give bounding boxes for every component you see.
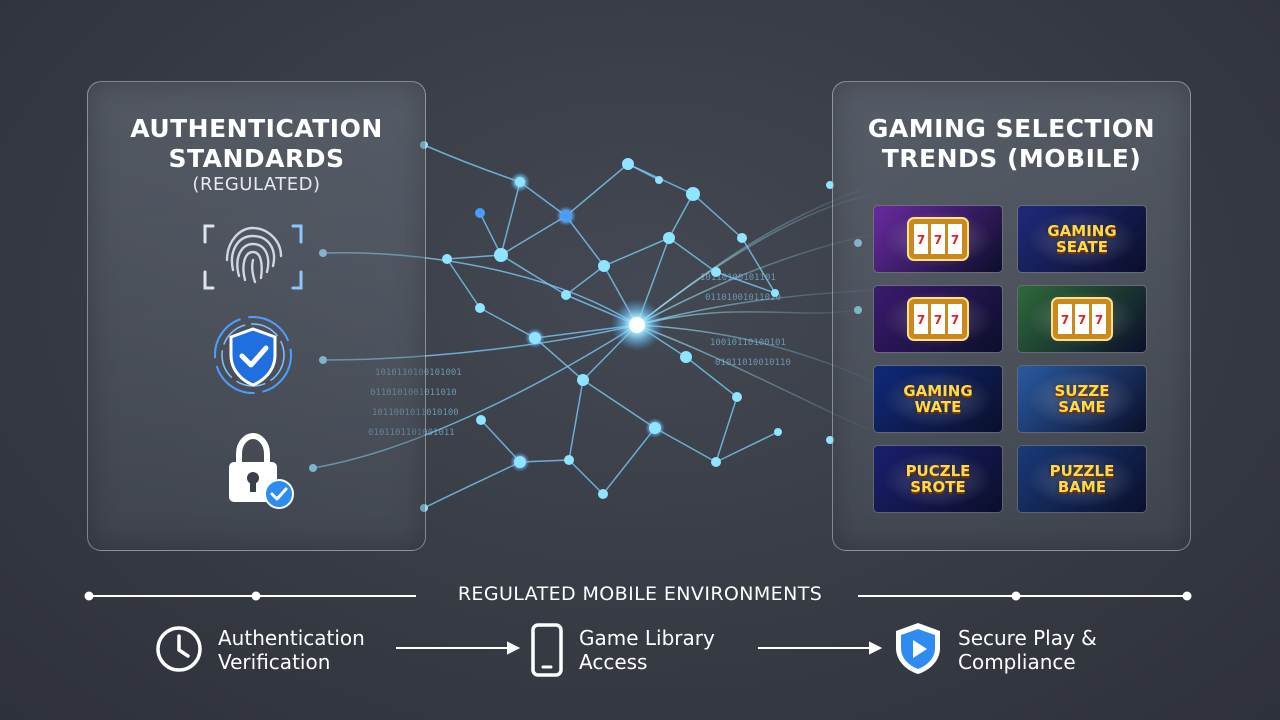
game-tile-title: PUCZLE SROTE xyxy=(905,462,971,496)
game-tile[interactable]: SUZZE SAME xyxy=(1018,366,1146,432)
svg-text:7: 7 xyxy=(934,233,942,247)
svg-text:0101101101001011: 0101101101001011 xyxy=(368,428,455,438)
svg-text:7: 7 xyxy=(951,233,959,247)
svg-text:01011010010110: 01011010010110 xyxy=(715,358,791,368)
svg-text:1010110100101001: 1010110100101001 xyxy=(375,368,462,378)
game-tile-title: SUZZE SAME xyxy=(1054,382,1110,416)
auth-title-line1: AUTHENTICATION xyxy=(130,114,383,143)
step-authentication-verification: Authentication Verification xyxy=(218,626,365,674)
gaming-title-line2: TRENDS (MOBILE) xyxy=(881,144,1142,173)
clock-icon xyxy=(155,625,203,677)
network-nodes xyxy=(309,141,862,512)
padlock-check-icon xyxy=(225,432,299,516)
svg-text:7: 7 xyxy=(1061,313,1069,327)
svg-text:01101001011010: 01101001011010 xyxy=(705,293,781,303)
svg-text:7: 7 xyxy=(917,233,925,247)
game-tile[interactable]: GAMING SEATE xyxy=(1018,206,1146,272)
game-tile[interactable]: PUZZLE BAME xyxy=(1018,446,1146,512)
shield-play-icon xyxy=(892,620,944,680)
svg-text:1011001011010100: 1011001011010100 xyxy=(372,408,459,418)
fingerprint-scan-icon xyxy=(201,222,305,296)
game-tile[interactable]: PUCZLE SROTE xyxy=(874,446,1002,512)
gaming-title-line1: GAMING SELECTION xyxy=(867,114,1156,143)
svg-text:10110100101101: 10110100101101 xyxy=(700,273,776,283)
timeline-title: REGULATED MOBILE ENVIRONMENTS xyxy=(457,583,823,605)
svg-text:7: 7 xyxy=(1078,313,1086,327)
svg-text:7: 7 xyxy=(917,313,925,327)
svg-text:7: 7 xyxy=(1095,313,1103,327)
svg-text:10010110100101: 10010110100101 xyxy=(710,338,786,348)
svg-text:7: 7 xyxy=(951,313,959,327)
game-tile-title: GAMING WATE xyxy=(903,382,973,416)
game-tile[interactable]: GAMING WATE xyxy=(874,366,1002,432)
authentication-panel: AUTHENTICATION STANDARDS (REGULATED) xyxy=(87,81,426,551)
shield-check-icon xyxy=(205,315,301,399)
game-tile-title: GAMING SEATE xyxy=(1047,222,1117,256)
data-beams xyxy=(636,189,871,431)
game-tile-title: PUZZLE BAME xyxy=(1049,462,1115,496)
svg-text:7: 7 xyxy=(934,313,942,327)
auth-subtitle: (REGULATED) xyxy=(192,174,321,195)
auth-title-line2: STANDARDS xyxy=(168,144,345,173)
step-game-library-access: Game Library Access xyxy=(579,626,715,674)
step-secure-play-compliance: Secure Play & Compliance xyxy=(958,626,1097,674)
smartphone-icon xyxy=(530,622,564,682)
